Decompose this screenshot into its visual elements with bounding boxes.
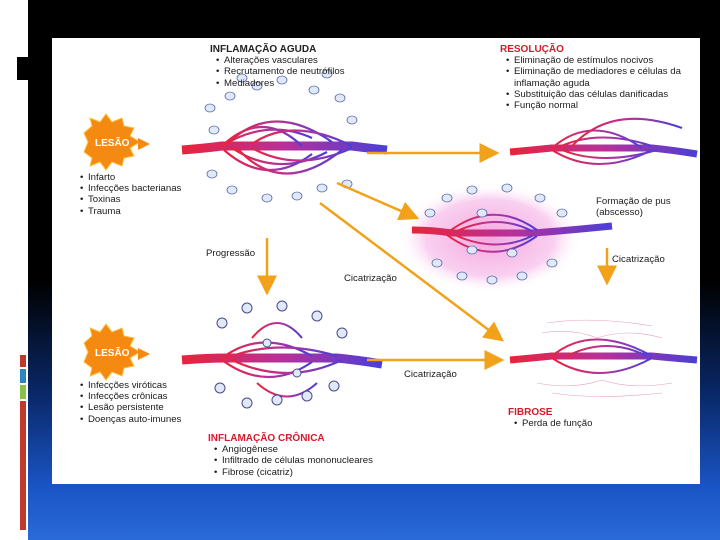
acute-item: Alterações vasculares (216, 55, 345, 66)
chronic-vessel-network (181, 322, 383, 398)
lesion-bottom-item: Infecções crônicas (80, 391, 181, 402)
acute-item: Mediadores (216, 78, 345, 89)
resolution-item: Substituição das células danificadas (506, 89, 681, 100)
lesion-bottom-item: Lesão persistente (80, 402, 181, 413)
pus-line-1: Formação de pus (596, 196, 671, 207)
acute-vessel-network (181, 120, 388, 175)
fibrosis-block: FIBROSE Perda de função (508, 407, 592, 430)
fibrosis-vessel-network (509, 338, 698, 374)
lesion-bottom-item: Infecções viróticas (80, 380, 181, 391)
healing-label-bottom: Cicatrização (404, 369, 457, 380)
healing-label-diagonal: Cicatrização (344, 273, 397, 284)
fibrosis-strands (536, 319, 673, 397)
slide-bullet-square (17, 57, 28, 80)
lesion-burst-top (83, 113, 141, 171)
lesion-pointer-top (138, 138, 150, 150)
lesion-pointer-bottom (138, 348, 150, 360)
resolution-block: RESOLUÇÃO Eliminação de estímulos nocivo… (500, 44, 681, 111)
acute-cells (204, 69, 358, 203)
chronic-inflammation-block: INFLAMAÇÃO CRÔNICA Angiogênese Infiltrad… (208, 433, 373, 478)
lesion-bottom-item: Doenças auto-imunes (80, 414, 181, 425)
pus-area (398, 183, 582, 293)
acute-inflammation-title: INFLAMAÇÃO AGUDA (210, 44, 317, 55)
progression-label: Progressão (206, 248, 256, 259)
diagram-artwork (83, 69, 698, 409)
decorative-bars (20, 355, 27, 530)
acute-item: Recrutamento de neutrófilos (216, 66, 345, 77)
healing-label-right: Cicatrização (612, 254, 665, 265)
lesion-bottom-causes: Infecções viróticas Infecções crônicas L… (80, 380, 181, 425)
lesion-top-causes: Infarto Infecções bacterianas Toxinas Tr… (80, 172, 181, 217)
resolution-vessel-network (509, 117, 698, 165)
resolution-item-continued-text: inflamação aguda (514, 77, 590, 89)
lesion-top-label: LESÃO (95, 138, 130, 149)
abscess-cells (424, 183, 568, 285)
resolution-item: Função normal (506, 100, 681, 111)
pus-line-2: (abscesso) (596, 207, 643, 219)
fibrosis-item: Perda de função (514, 418, 592, 429)
lesion-top-item: Infarto (80, 172, 181, 183)
lesion-top-item: Toxinas (80, 194, 181, 205)
pus-formation-label: Formação de pus (abscesso) (596, 196, 671, 218)
lesion-top-item: Trauma (80, 206, 181, 217)
resolution-item-continued: inflamação aguda (506, 78, 681, 89)
chronic-cells (214, 300, 348, 409)
resolution-item: Eliminação de estímulos nocivos (506, 55, 681, 66)
resolution-title: RESOLUÇÃO (500, 44, 564, 55)
fibrosis-title: FIBROSE (508, 407, 553, 418)
chronic-item: Angiogênese (214, 444, 373, 455)
inflammation-diagram: INFLAMAÇÃO AGUDA Alterações vasculares R… (52, 38, 700, 484)
acute-inflammation-block: INFLAMAÇÃO AGUDA Alterações vasculares R… (210, 44, 345, 89)
lesion-top-item: Infecções bacterianas (80, 183, 181, 194)
flow-arrows (257, 143, 617, 370)
abscess-vessel-network (411, 213, 613, 253)
lesion-burst-bottom (83, 323, 141, 381)
chronic-item: Infiltrado de células mononucleares (214, 455, 373, 466)
chronic-inflammation-title: INFLAMAÇÃO CRÔNICA (208, 433, 325, 444)
resolution-item: Eliminação de mediadores e células da (506, 66, 681, 77)
chronic-item: Fibrose (cicatriz) (214, 467, 373, 478)
lesion-bottom-label: LESÃO (95, 348, 130, 359)
